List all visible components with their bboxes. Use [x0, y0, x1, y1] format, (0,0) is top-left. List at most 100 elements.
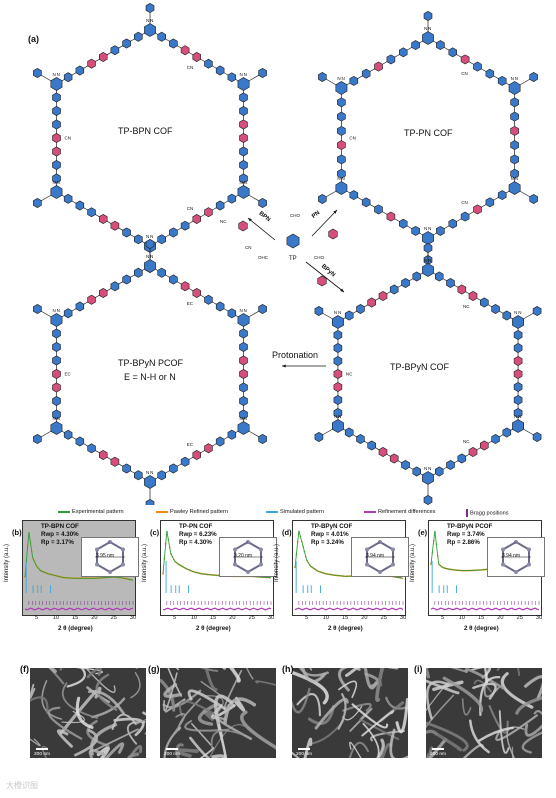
ring-atoms: N N	[52, 72, 59, 77]
terminal-ring	[33, 434, 42, 444]
linker-ring	[337, 140, 346, 151]
pore-inset: 3.20 nm	[219, 537, 277, 577]
triazine-node	[237, 421, 250, 435]
aryl-ring	[52, 342, 61, 352]
fiber	[426, 729, 439, 736]
fiber	[204, 668, 218, 692]
fiber	[533, 710, 542, 716]
linker-nc: NC	[220, 219, 227, 224]
fiber	[214, 694, 233, 738]
legend-bragg: Bragg positions	[466, 509, 509, 517]
x-axis-label: 2 θ (degree)	[464, 625, 499, 632]
linker-ring	[204, 443, 213, 454]
fiber	[223, 697, 257, 725]
edge-substituent: NC	[346, 372, 353, 377]
aryl-ring	[239, 409, 248, 420]
aryl-ring	[75, 436, 85, 447]
label-tp: TP	[289, 256, 297, 262]
ring-atoms: N N	[514, 414, 521, 419]
fiber	[434, 731, 463, 752]
aryl-ring	[333, 330, 343, 340]
x-tick-label: 20	[229, 615, 236, 621]
fiber	[523, 675, 542, 700]
x-tick-label: 25	[248, 615, 255, 621]
linker-ring	[468, 291, 478, 301]
fiber	[349, 741, 362, 758]
aryl-ring	[227, 308, 237, 319]
fiber	[427, 737, 448, 758]
panel-a-label: (a)	[28, 34, 39, 44]
triazine-node	[508, 81, 521, 95]
linker-ring	[87, 58, 96, 69]
aryl-ring	[110, 281, 120, 292]
aryl-ring	[356, 434, 365, 444]
aryl-ring	[344, 310, 354, 321]
fiber	[496, 668, 521, 676]
pore-node	[501, 547, 506, 552]
fiber	[362, 722, 380, 758]
fiber	[48, 668, 65, 685]
fiber	[200, 668, 219, 672]
fiber	[165, 698, 186, 713]
scale-label: 200 nm	[164, 752, 180, 757]
ring-atoms: N N	[511, 76, 518, 81]
aryl-ring	[398, 218, 408, 229]
aryl-ring	[215, 65, 225, 76]
ring-atoms: N N	[514, 310, 521, 315]
outer-bond	[322, 312, 333, 320]
fiber	[426, 680, 450, 720]
triazine-node	[50, 313, 63, 327]
linker-ring	[239, 355, 248, 366]
aryl-ring	[374, 204, 383, 215]
outer-bond	[40, 74, 52, 82]
aryl-ring	[63, 72, 73, 83]
fiber	[511, 746, 514, 758]
pore-node	[365, 547, 370, 552]
pore-wall	[96, 541, 111, 551]
linker-ring	[87, 294, 96, 305]
aryl-ring	[169, 38, 178, 49]
sem-image-f: 200 nm	[30, 668, 146, 758]
fiber	[30, 683, 36, 699]
linker-ring	[110, 456, 120, 467]
pore-node	[365, 562, 370, 567]
aryl-ring	[52, 409, 61, 420]
aryl-ring	[491, 434, 500, 444]
ring-atoms: N N	[52, 308, 59, 313]
y-axis-label: Intensity (a.u.)	[142, 543, 149, 583]
aryl-ring	[412, 271, 422, 282]
aryl-ring	[497, 75, 507, 86]
pore-inset: 3.94 nm	[487, 537, 545, 577]
pore-node	[378, 570, 382, 574]
fiber	[461, 698, 472, 716]
triazine-node	[237, 77, 250, 91]
fiber	[468, 719, 490, 754]
aryl-ring	[239, 328, 248, 339]
terminal-ring	[423, 243, 433, 253]
fiber	[91, 697, 126, 719]
difference-line	[294, 607, 404, 611]
pore-inset: 3.94 nm	[351, 537, 409, 577]
triazine-node	[422, 471, 434, 485]
x-tick-label: 30	[399, 615, 407, 621]
y-axis-label: Intensity (a.u.)	[410, 543, 417, 583]
fiber	[484, 668, 488, 684]
fiber	[472, 682, 497, 700]
aryl-ring	[510, 154, 519, 165]
aryl-ring	[157, 267, 166, 278]
terminal-ring	[423, 495, 433, 505]
fiber	[94, 728, 139, 752]
sem-tag-h: (h)	[282, 664, 294, 674]
fiber	[345, 668, 359, 677]
aryl-ring	[75, 65, 85, 76]
cof-name-pn: TP-PN COF	[404, 128, 453, 138]
x-tick-label: 15	[72, 615, 79, 621]
aryl-ring	[157, 234, 166, 245]
fiber	[187, 689, 227, 711]
aryl-ring	[513, 395, 523, 405]
aryl-ring	[239, 146, 248, 157]
arrow-to-bpn	[247, 217, 276, 241]
triazine-node	[50, 77, 63, 91]
